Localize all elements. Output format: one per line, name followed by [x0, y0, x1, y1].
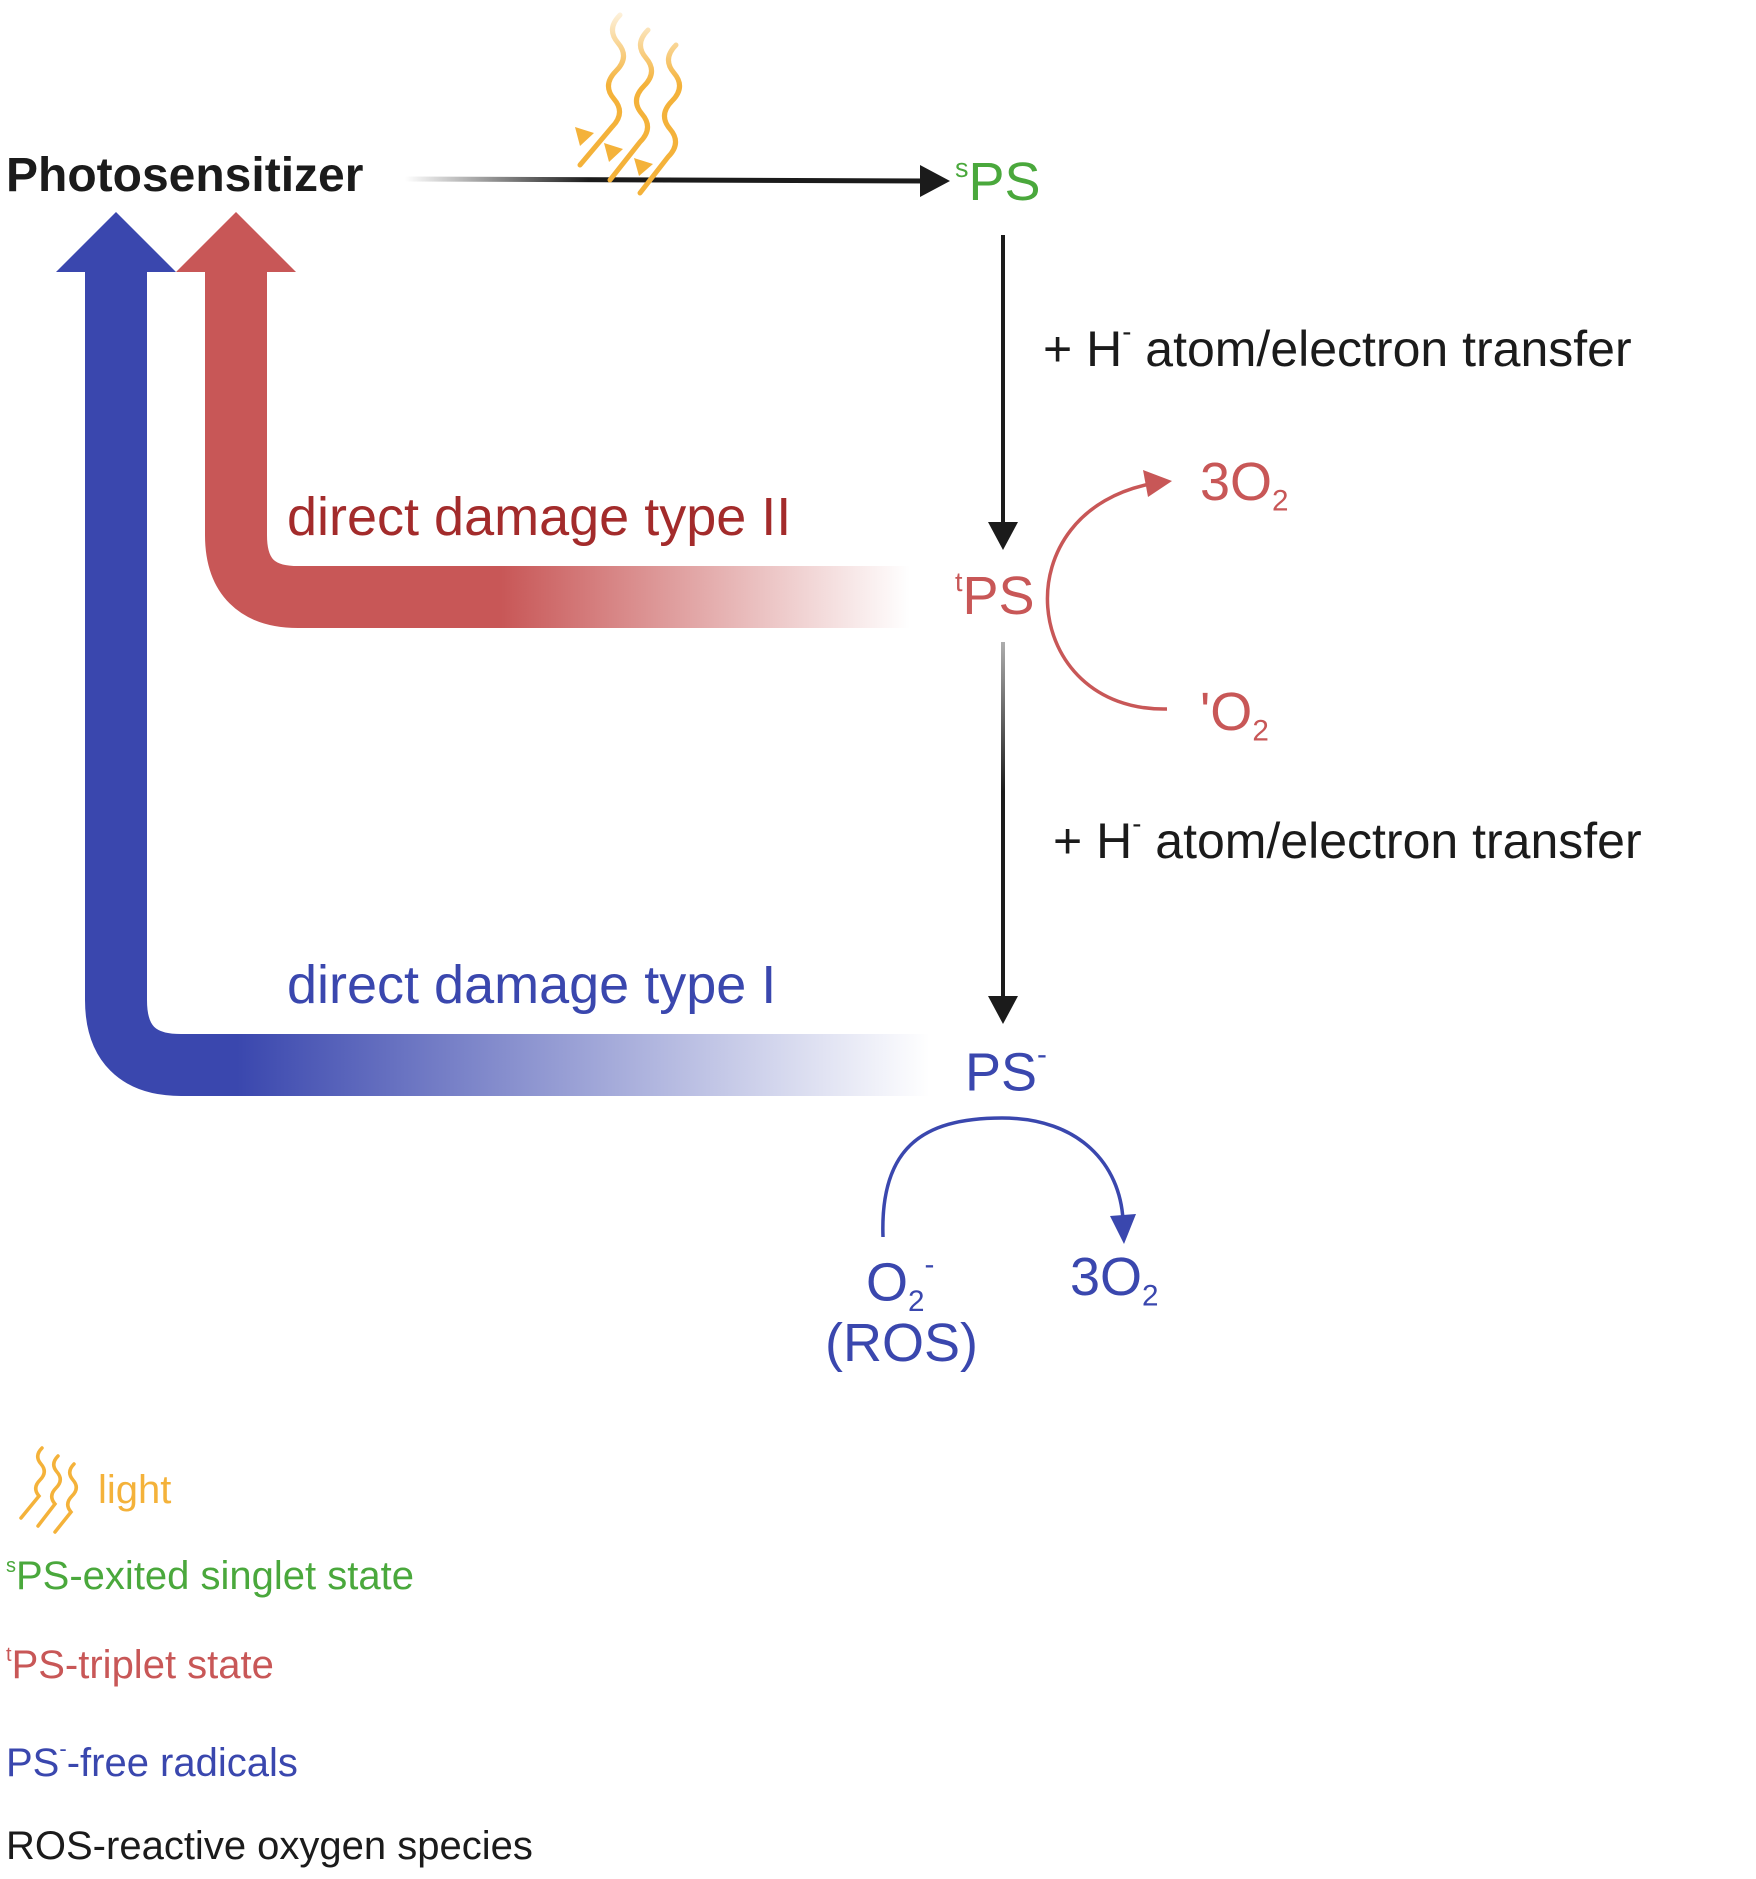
- type1-damage-arrow: [56, 212, 930, 1096]
- legend-triplet-sup: t: [6, 1644, 12, 1666]
- triplet-state-main: PS: [962, 566, 1035, 626]
- superoxide-sup: -: [924, 1248, 935, 1281]
- singlet-state-main: PS: [968, 152, 1041, 212]
- legend-singlet-sup: s: [6, 1555, 16, 1577]
- superoxide-main: O: [866, 1252, 909, 1313]
- transfer-label-1-prefix: + H: [1043, 320, 1123, 377]
- triplet-oxygen-blue-main: 3O: [1070, 1247, 1143, 1307]
- excitation-arrow: [404, 165, 950, 197]
- legend-ros: ROS-reactive oxygen species: [6, 1824, 533, 1868]
- type1-damage-label: direct damage type I: [287, 955, 777, 1015]
- transfer-label-1-sup: -: [1122, 316, 1132, 347]
- triplet-oxygen-out-sub: 2: [1272, 484, 1289, 518]
- light-arrowheads: [575, 127, 653, 176]
- legend-light: light: [98, 1468, 172, 1512]
- superoxide-label: O2 -: [866, 1250, 934, 1317]
- singlet-state-sup: s: [955, 153, 969, 184]
- legend-singlet: sPS-exited singlet state: [6, 1556, 414, 1596]
- transfer-label-2-suffix: atom/electron transfer: [1141, 812, 1642, 869]
- triplet-to-radical-arrow: [988, 642, 1018, 1024]
- radical-state-label: PS-: [965, 1040, 1047, 1100]
- transfer-label-2: + H- atom/electron transfer: [1053, 810, 1642, 866]
- triplet-oxygen-out-label: 3O2: [1200, 455, 1289, 516]
- legend-radical-text: -free radicals: [66, 1740, 298, 1785]
- legend-triplet-text: PS-triplet state: [11, 1643, 274, 1687]
- legend-triplet: tPS-triplet state: [6, 1645, 274, 1685]
- singlet-oxygen-in-label: 'O2: [1200, 685, 1269, 746]
- superoxide-sub: 2: [908, 1285, 925, 1319]
- type2-damage-label: direct damage type II: [287, 487, 792, 547]
- legend-radical: PS--free radicals: [6, 1738, 298, 1783]
- radical-state-sup: -: [1037, 1038, 1047, 1071]
- legend-light-icon: [19, 1446, 78, 1534]
- transfer-label-1-suffix: atom/electron transfer: [1131, 320, 1632, 377]
- type2-damage-arrow: [176, 212, 910, 628]
- light-icon: [577, 12, 682, 196]
- transfer-label-2-sup: -: [1132, 808, 1142, 839]
- singlet-state-label: sPS: [955, 155, 1041, 209]
- triplet-state-label: tPS: [955, 569, 1035, 623]
- legend-radical-main: PS: [6, 1740, 60, 1785]
- radical-state-main: PS: [965, 1042, 1038, 1103]
- triplet-oxygen-blue-sub: 2: [1142, 1279, 1159, 1313]
- triplet-oxygen-out-main: 3O: [1200, 452, 1273, 512]
- ros-label: (ROS): [825, 1313, 978, 1373]
- legend-radical-sup: -: [59, 1736, 67, 1761]
- singlet-to-triplet-arrow: [988, 235, 1018, 550]
- singlet-oxygen-in-main: 'O: [1200, 682, 1253, 742]
- oxygen-cycle-blue: [881, 1116, 1136, 1244]
- triplet-oxygen-blue-label: 3O2: [1070, 1250, 1159, 1311]
- oxygen-cycle-red: [1045, 470, 1172, 711]
- photosensitizer-title: Photosensitizer: [6, 149, 364, 202]
- transfer-label-1: + H- atom/electron transfer: [1043, 318, 1632, 374]
- legend-singlet-text: PS-exited singlet state: [16, 1554, 414, 1598]
- transfer-label-2-prefix: + H: [1053, 812, 1133, 869]
- triplet-state-sup: t: [955, 567, 963, 598]
- singlet-oxygen-in-sub: 2: [1252, 714, 1269, 748]
